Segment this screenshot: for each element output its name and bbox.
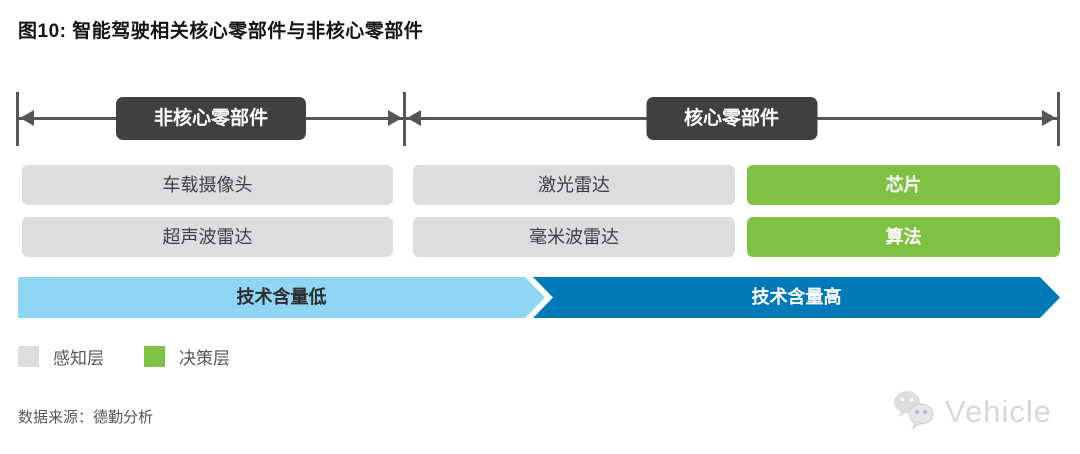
figure-title: 图10: 智能驾驶相关核心零部件与非核心零部件 — [18, 21, 424, 42]
wechat-icon — [891, 388, 937, 435]
component-box-lidar: 激光雷达 — [413, 165, 735, 205]
watermark-logo: Vehicle — [891, 388, 1052, 435]
component-box-mmwave-radar: 毫米波雷达 — [413, 217, 735, 257]
source-note: 数据来源：德勤分析 — [18, 409, 154, 426]
axis-span-core: 核心零部件 — [403, 92, 1060, 146]
segment-label-noncore: 非核心零部件 — [115, 97, 307, 140]
arrowhead-right-icon — [1042, 110, 1056, 126]
axis-endbar — [16, 92, 19, 146]
arrowhead-left-icon — [407, 110, 421, 126]
legend: 感知层 决策层 — [18, 344, 270, 369]
legend-swatch-green — [144, 346, 165, 367]
legend-swatch-gray — [18, 346, 39, 367]
arrowhead-left-icon — [20, 110, 34, 126]
component-box-chip: 芯片 — [747, 165, 1060, 205]
axis-span-noncore: 非核心零部件 — [16, 92, 406, 146]
axis-endbar — [1057, 92, 1060, 146]
component-box-ultrasonic-radar: 超声波雷达 — [22, 217, 393, 257]
legend-item-perception: 感知层 — [18, 344, 104, 369]
arrowhead-right-icon — [388, 110, 402, 126]
watermark-text: Vehicle — [945, 393, 1052, 429]
legend-label: 决策层 — [179, 349, 230, 368]
axis-endbar — [403, 92, 406, 146]
legend-label: 感知层 — [53, 349, 104, 368]
component-box-algorithm: 算法 — [747, 217, 1060, 257]
tech-level-bar-high: 技术含量高 — [533, 277, 1060, 318]
component-box-camera: 车载摄像头 — [22, 165, 393, 205]
segment-label-core: 核心零部件 — [645, 97, 818, 140]
legend-item-decision: 决策层 — [144, 344, 230, 369]
tech-level-bar-low: 技术含量低 — [18, 277, 545, 318]
